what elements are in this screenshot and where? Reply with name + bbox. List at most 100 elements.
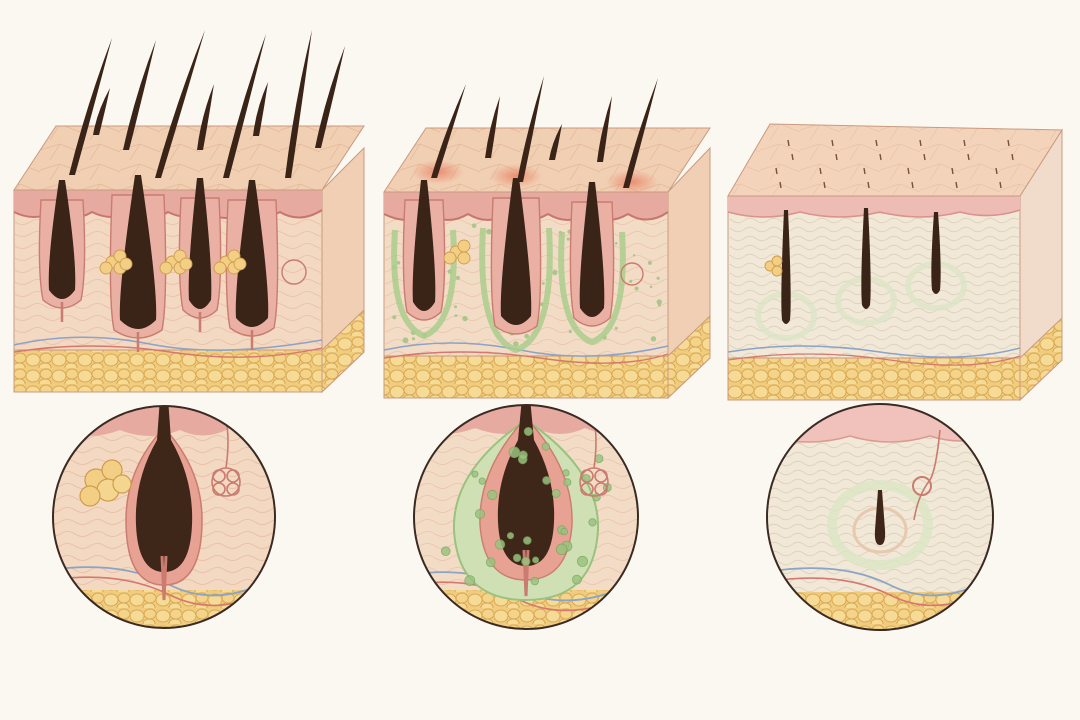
closed-pore xyxy=(875,139,878,147)
sebaceous-gland-magnified xyxy=(79,459,132,507)
sebaceous-gland xyxy=(179,257,193,271)
inflammatory-cell xyxy=(474,508,485,519)
inflammatory-cell xyxy=(411,337,416,341)
inflammatory-cell xyxy=(541,442,551,451)
panel-scarred xyxy=(727,123,1063,402)
closed-pore xyxy=(1011,153,1014,161)
inflammatory-cell xyxy=(471,470,479,478)
hair-bulb-magnified-inflamed xyxy=(497,405,555,566)
sweat-gland xyxy=(620,262,644,286)
sebaceous-gland xyxy=(443,251,457,265)
closed-pore xyxy=(779,181,782,189)
hair-bulb-inflamed xyxy=(412,180,436,311)
inflammatory-cell xyxy=(657,303,661,307)
inflammatory-cell xyxy=(541,281,545,285)
inflammatory-cell xyxy=(552,270,558,276)
closed-pore xyxy=(1007,139,1010,147)
inflammatory-cell xyxy=(614,242,618,245)
inflammatory-cell xyxy=(562,469,570,477)
closed-pore xyxy=(995,167,998,175)
inflammatory-cell xyxy=(454,314,458,317)
hair-bulb-healthy xyxy=(119,175,157,329)
hair-shaft xyxy=(197,84,214,150)
inflammatory-cell xyxy=(649,285,653,289)
inflammatory-cell xyxy=(568,330,572,334)
closed-pore xyxy=(831,139,834,147)
closed-pore xyxy=(835,153,838,161)
inflammatory-cell xyxy=(396,261,401,265)
inflammatory-cell xyxy=(647,260,652,265)
hair-shaft xyxy=(155,30,205,178)
closed-pore xyxy=(863,167,866,175)
hair-bulb-healthy xyxy=(48,180,76,299)
inflammatory-cell xyxy=(577,555,589,567)
inflammatory-infiltrate xyxy=(479,227,553,354)
sebaceous-gland xyxy=(233,257,247,271)
inflamed-pore xyxy=(606,170,658,194)
hair-bulb-healthy xyxy=(235,180,269,327)
hair-remnant-magnified xyxy=(874,490,886,545)
hair-shaft xyxy=(93,88,110,135)
hair-shaft xyxy=(69,38,112,175)
inflammatory-cell xyxy=(629,279,633,283)
closed-pore xyxy=(823,181,826,189)
inflammatory-cell xyxy=(521,556,531,567)
hair-bulb-inflamed xyxy=(500,178,532,325)
inflammatory-cell xyxy=(594,454,604,464)
hair-shaft xyxy=(549,124,562,160)
inflammatory-cell xyxy=(634,286,639,291)
inflammatory-cell xyxy=(506,532,515,540)
sebaceous-gland xyxy=(213,261,227,275)
inflammatory-cell xyxy=(523,426,533,436)
sweat-gland xyxy=(281,259,307,285)
closed-pore xyxy=(879,153,882,161)
inflammatory-cell xyxy=(508,446,521,459)
inflammatory-cell xyxy=(454,305,457,309)
inflammatory-cell xyxy=(494,539,506,550)
closed-pore xyxy=(951,167,954,175)
magnified-view-scarred xyxy=(766,403,994,631)
hair-shaft xyxy=(517,76,544,182)
inflammatory-cell xyxy=(478,477,486,485)
inflammatory-cell xyxy=(512,553,522,563)
closed-pore xyxy=(923,153,926,161)
inflammatory-cell xyxy=(560,527,568,536)
inflammatory-cell xyxy=(530,576,539,586)
inflammatory-cell xyxy=(455,275,460,280)
inflammatory-cell xyxy=(487,489,498,501)
closed-pore xyxy=(867,181,870,189)
inflammatory-cell xyxy=(486,228,492,235)
sebaceous-gland-atrophic xyxy=(771,265,783,277)
inflammatory-cell xyxy=(563,478,572,487)
hair-shaft xyxy=(485,96,500,158)
inflammatory-cell xyxy=(513,341,519,347)
inflammatory-cell xyxy=(518,450,528,460)
inflammatory-infiltrate xyxy=(558,231,626,346)
sebaceous-gland xyxy=(99,261,113,275)
sebaceous-gland xyxy=(457,239,471,253)
panel-healthy-fat xyxy=(13,349,323,393)
sebaceous-gland xyxy=(159,261,173,275)
magnified-view-healthy xyxy=(52,405,276,629)
inflammatory-cell xyxy=(392,315,397,320)
inflammatory-infiltrate xyxy=(391,229,457,340)
inflammatory-cell xyxy=(566,237,570,241)
inflammatory-cell xyxy=(656,299,662,305)
hair-remnant xyxy=(931,212,941,294)
inflammatory-cell xyxy=(650,336,657,342)
hair-shaft xyxy=(597,96,612,162)
closed-pore xyxy=(919,139,922,147)
closed-pore xyxy=(819,167,822,175)
inflamed-pore xyxy=(490,164,542,188)
inflammatory-cell xyxy=(555,543,568,556)
hair-shaft xyxy=(253,82,268,136)
inflammatory-cell xyxy=(542,476,551,485)
closed-pore xyxy=(999,181,1002,189)
inflammatory-cell xyxy=(462,315,468,322)
inflammatory-cell xyxy=(440,546,451,556)
inflammatory-cell xyxy=(402,337,409,344)
magnified-view-inflamed xyxy=(413,404,639,630)
inflammatory-cell xyxy=(524,333,530,339)
